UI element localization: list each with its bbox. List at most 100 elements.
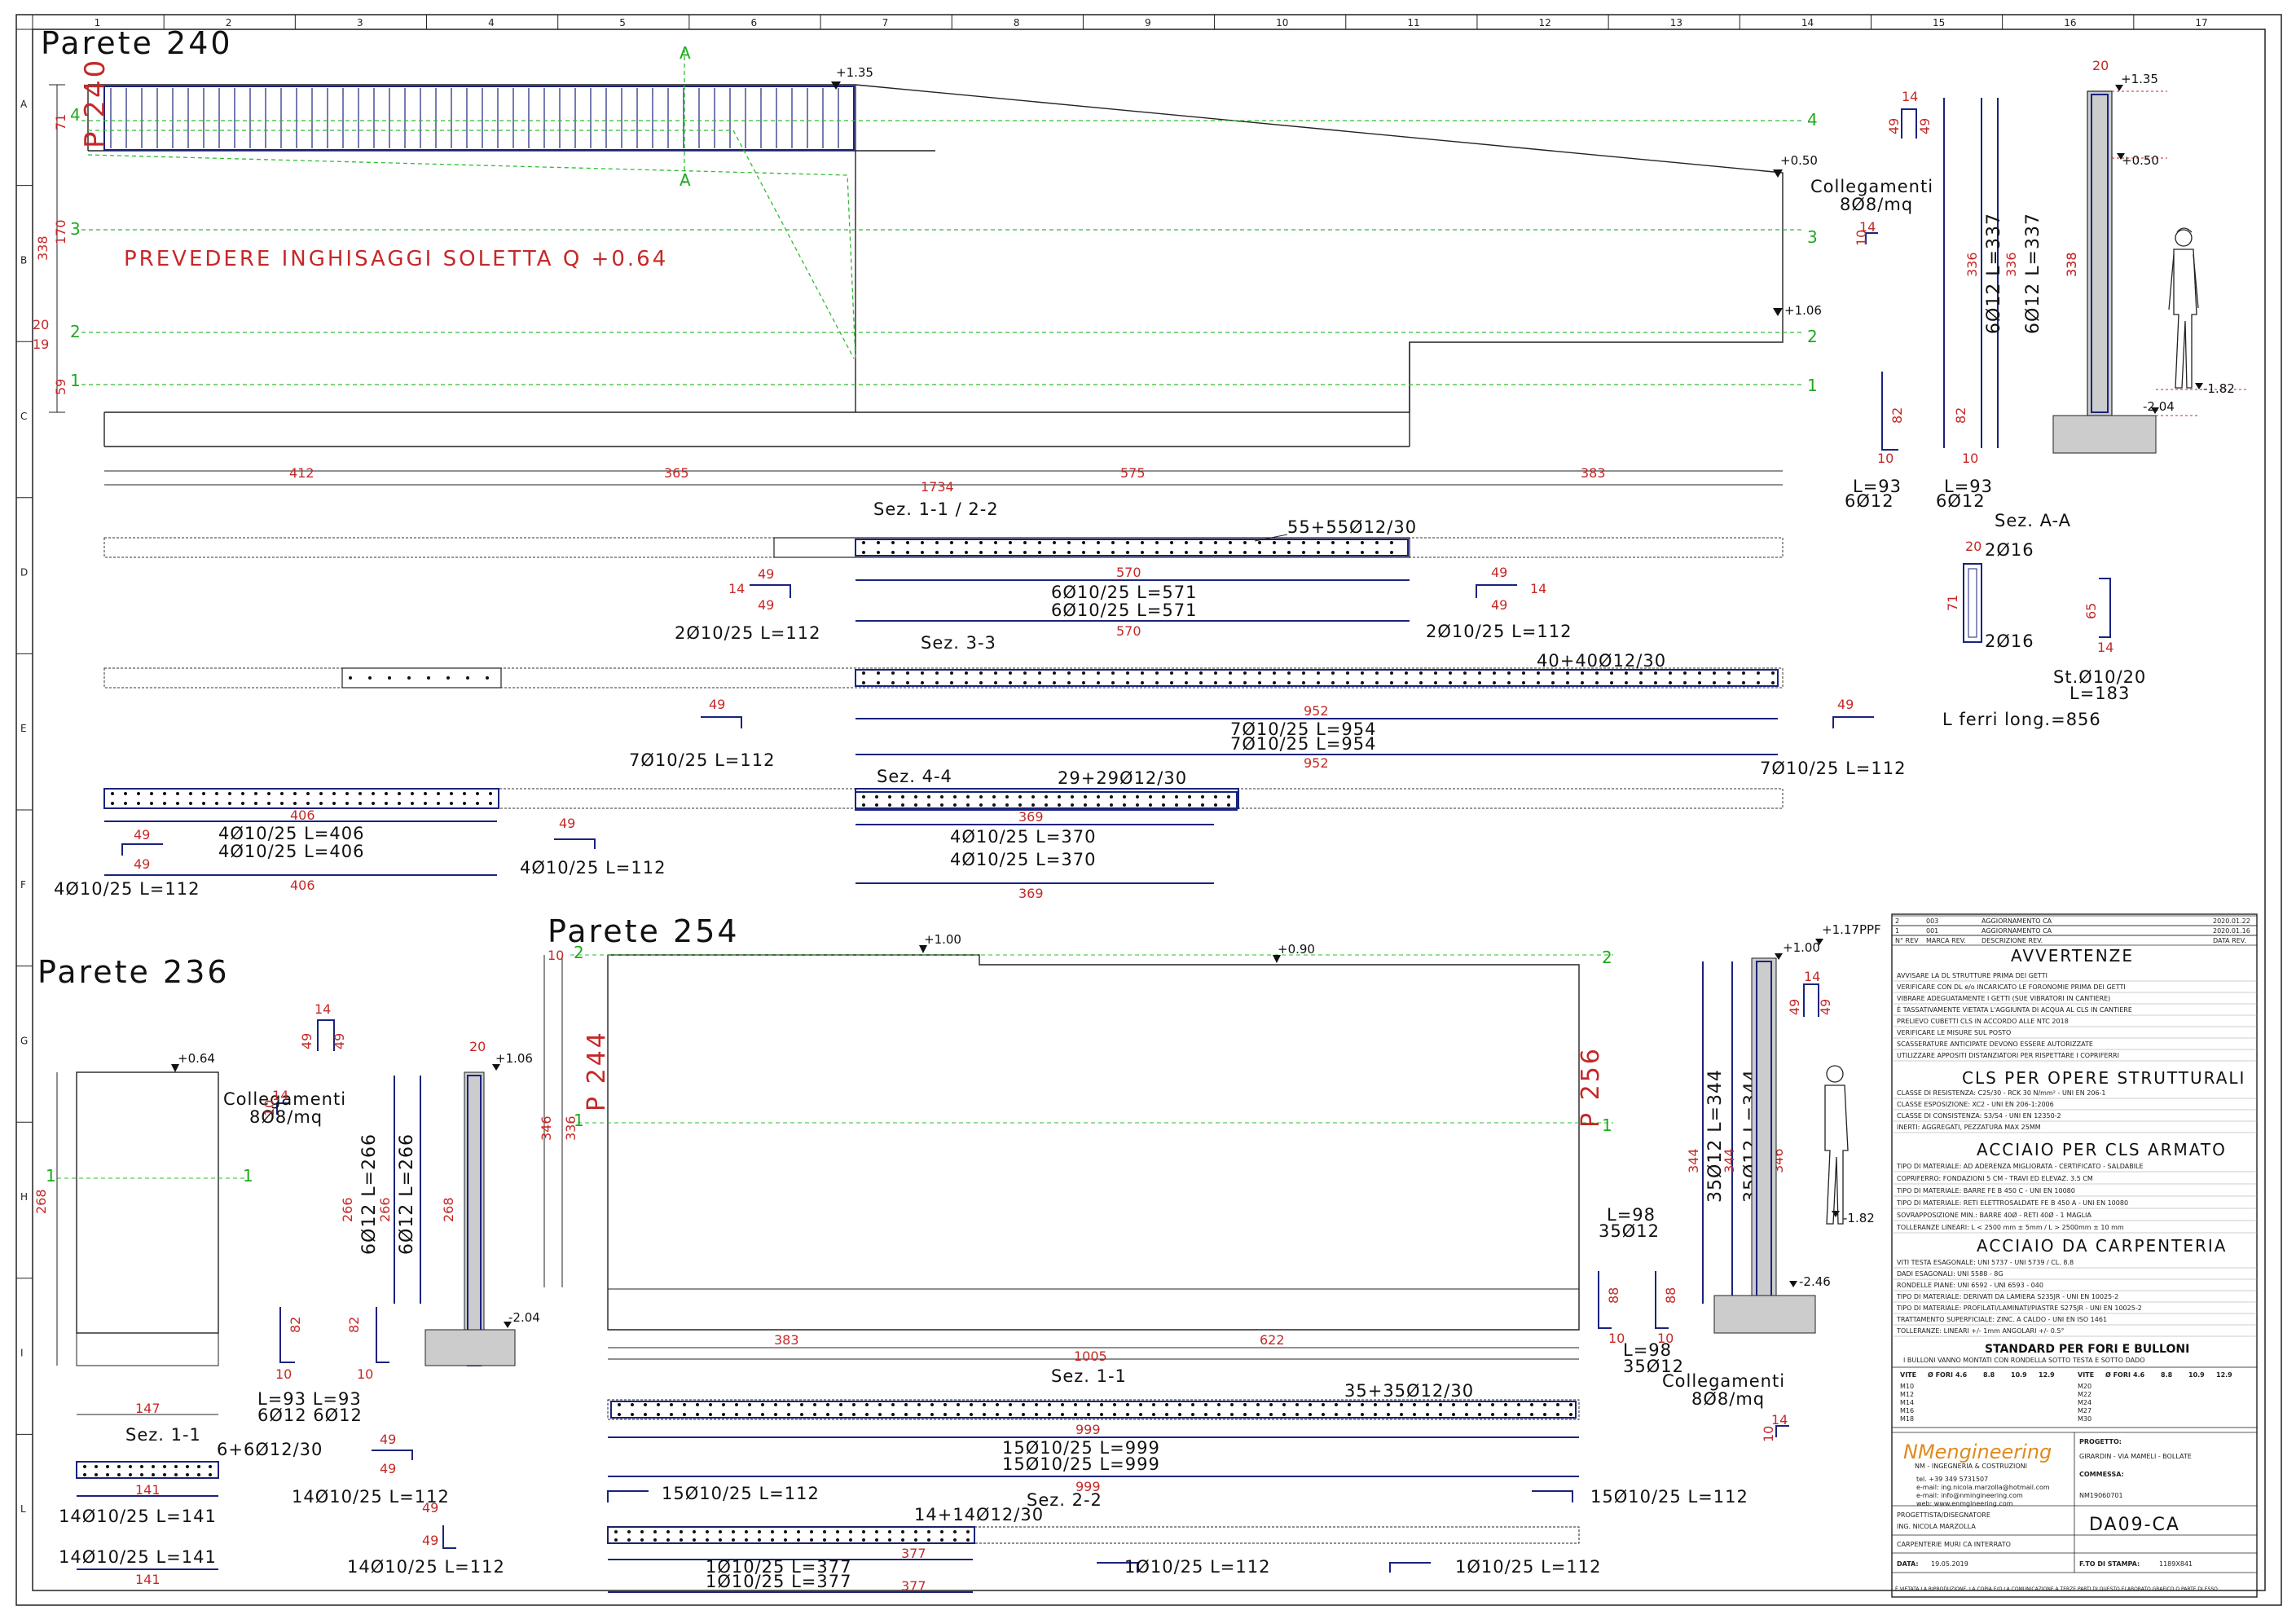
note-line: CLASSE ESPOSIZIONE: XC2 - UNI EN 206-1:2…: [1897, 1101, 2054, 1108]
pillar-240-rebar-cage: [103, 86, 855, 151]
company-logo: NMengineering: [1903, 1441, 2052, 1463]
rebar-dot: [891, 551, 895, 554]
rebar-dot: [1009, 681, 1012, 684]
frame-row-label: B: [20, 254, 27, 266]
p254-bar-2: 15Ø10/25 L=999: [1002, 1454, 1160, 1474]
rebar-dot: [1375, 671, 1379, 675]
rebar-dot: [1556, 1413, 1559, 1416]
rebar-dot: [1045, 795, 1048, 799]
rebar-dot: [787, 1403, 790, 1406]
rebar-dot: [1331, 551, 1335, 554]
rebar-dot: [1188, 803, 1191, 807]
rebar-dot: [683, 1403, 686, 1406]
rebar-dot: [1126, 541, 1129, 544]
rebar-dot: [979, 681, 983, 684]
p254-rebar: 35+35Ø12/30: [1344, 1381, 1474, 1401]
rebar-dot: [319, 792, 323, 795]
rebar-dot: [1419, 671, 1423, 675]
rebar-dot: [1387, 1403, 1390, 1406]
rebar-dot: [904, 1403, 908, 1406]
rebar-dot: [950, 671, 953, 675]
p236-vdim-266: 266: [340, 1197, 355, 1222]
p236-vdim-266b: 266: [377, 1197, 393, 1222]
p254-pillar-left: P 244: [583, 1030, 611, 1111]
note-line: TIPO DI MATERIALE: AD ADERENZA MIGLIORAT…: [1896, 1163, 2144, 1170]
rebar-dot: [1097, 681, 1100, 684]
link-240-49b: 49: [1917, 118, 1933, 134]
std-header-cell: Ø FORI: [2105, 1370, 2131, 1379]
rebar-dot: [906, 681, 909, 684]
note-line: SOVRAPPOSIZIONE MIN.: BARRE 40Ø - RETI 4…: [1897, 1211, 2091, 1219]
p236-collegamenti-spec: 8Ø8/mq: [249, 1107, 323, 1127]
link-240-14: 14: [1902, 89, 1918, 104]
rebar-dot: [784, 1538, 787, 1542]
rebar-dot: [640, 1530, 644, 1533]
rebar-dot: [1439, 1403, 1442, 1406]
grid-line-3-right: 3: [1807, 227, 1818, 247]
p254-vdim-344: 344: [1686, 1148, 1701, 1173]
rebar-dot: [1625, 671, 1628, 675]
rebar-dot: [1346, 671, 1349, 675]
rebar-dot: [1346, 541, 1349, 544]
rebar-dot: [940, 795, 943, 799]
rebar-dot: [1201, 795, 1204, 799]
note-line: VERIFICARE CON DL e/o INCARICATO LE FORO…: [1897, 983, 2126, 991]
rebar-dot: [1227, 803, 1230, 807]
rebar-dot: [862, 671, 865, 675]
rebar-dot: [1551, 681, 1555, 684]
rebar-dot: [800, 1403, 803, 1406]
rebar-dot: [1038, 681, 1041, 684]
rebar-dot: [862, 541, 865, 544]
rebar-dot: [965, 551, 968, 554]
revision-cell: AGGIORNAMENTO CA: [1982, 927, 2052, 935]
rebar-dot: [1537, 681, 1540, 684]
frame-col-label: 8: [1014, 17, 1020, 29]
p254-collegamenti-spec: 8Ø8/mq: [1691, 1389, 1765, 1409]
rebar-dot: [1375, 681, 1379, 684]
data-value: 19.05.2019: [1931, 1560, 1968, 1568]
long-bars-length: L ferri long.=856: [1942, 710, 2101, 729]
std-header-cell: VITE: [1900, 1371, 1916, 1379]
rebar-dot: [1771, 671, 1775, 675]
rebar-dot: [1214, 541, 1217, 544]
rebar-dot: [696, 1413, 699, 1416]
rebar-dot: [917, 1413, 921, 1416]
rebar-dot: [1005, 795, 1009, 799]
rebar-dot: [1309, 1403, 1312, 1406]
rebar-dot: [943, 1403, 947, 1406]
rebar-dot: [1031, 803, 1035, 807]
rebar-dot: [1082, 541, 1085, 544]
rebar-dot: [1038, 551, 1041, 554]
note-line: CLASSE DI RESISTENZA: C25/30 - RCK 30 N/…: [1897, 1089, 2106, 1097]
revision-cell: 2020.01.16: [2213, 927, 2250, 935]
revision-cell: AGGIORNAMENTO CA: [1982, 917, 2052, 925]
rebar-dot: [862, 681, 865, 684]
rebar-dot: [463, 802, 466, 805]
rebar-dot: [1082, 551, 1085, 554]
rebar-dot: [614, 1530, 618, 1533]
rebar-dot: [1243, 1413, 1247, 1416]
rebar-dot: [862, 1538, 865, 1542]
p254-ubar-l2: L=98: [1623, 1340, 1672, 1360]
rebar-dot: [996, 1403, 999, 1406]
dim-412: 412: [289, 465, 314, 481]
rebar-dot: [839, 1403, 842, 1406]
note-line: COPRIFERRO: FONDAZIONI 5 CM - TRAVI ED E…: [1897, 1175, 2093, 1182]
p254-link-14: 14: [1804, 969, 1820, 984]
rebar-dot: [1074, 1403, 1077, 1406]
rebar-dot: [306, 792, 310, 795]
rebar-dot: [1361, 551, 1364, 554]
rebar-dot: [1713, 681, 1716, 684]
std-row-label: M10: [1900, 1383, 1914, 1390]
rebar-dot: [1071, 795, 1074, 799]
rebar-dot: [1243, 541, 1247, 544]
rebar-dot: [875, 1530, 878, 1533]
rebar-dot: [722, 1403, 725, 1406]
ubar-240-82b: 82: [1953, 407, 1968, 424]
std-header-cell: 8.8: [2161, 1371, 2173, 1379]
rebar-dot: [1175, 795, 1178, 799]
rebar-dot: [935, 541, 939, 544]
rebar-dot: [849, 1530, 852, 1533]
rebar-dot: [940, 1530, 943, 1533]
revision-row: [1891, 915, 2258, 926]
